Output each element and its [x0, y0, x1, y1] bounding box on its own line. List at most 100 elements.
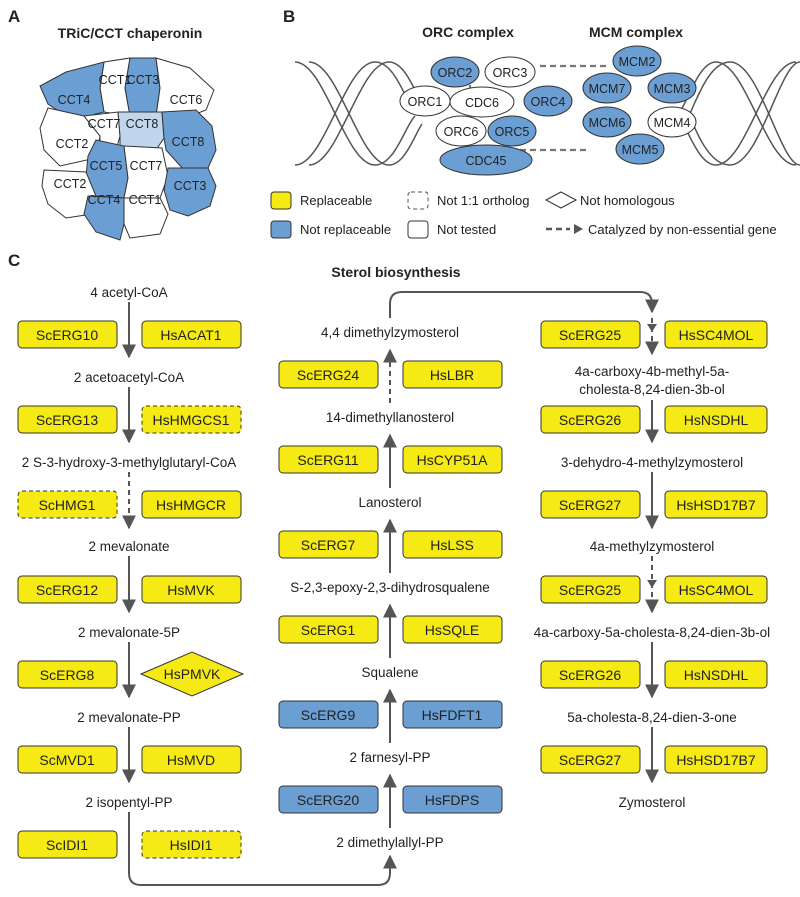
enzyme-yeast-label: ScERG11: [297, 452, 358, 468]
cct-label: CCT7: [130, 159, 163, 173]
metabolite-label: 4 acetyl-CoA: [90, 285, 167, 300]
enzyme-box-human: [402, 360, 503, 389]
enzyme-human-label: HsFDFT1: [422, 707, 483, 723]
enzyme-box-human: [664, 575, 768, 604]
metabolite-label: 4a-carboxy-5a-cholesta-8,24-dien-3b-ol: [534, 625, 770, 640]
mcm-subunit: [647, 106, 697, 138]
metabolite-label: 2 dimethylallyl-PP: [336, 835, 443, 850]
enzyme-box-yeast: [17, 830, 118, 859]
enzyme-human-label: HsACAT1: [160, 327, 221, 343]
enzyme-box-human: [141, 405, 242, 434]
legend-arrowhead: [574, 224, 583, 234]
orc-label: CDC6: [465, 96, 499, 110]
enzyme-human-label: HsHSD17B7: [676, 497, 756, 513]
mcm-title: MCM complex: [589, 24, 683, 40]
dna-helix: [294, 61, 800, 166]
enzyme-box-yeast: [17, 490, 118, 519]
enzyme-yeast-label: ScERG26: [559, 667, 621, 683]
panel-b: B ORC complex MCM complex: [283, 7, 800, 176]
enzyme-box-yeast: [17, 405, 118, 434]
enzyme-yeast-label: ScERG8: [40, 667, 95, 683]
enzyme-yeast-label: ScERG26: [559, 412, 621, 428]
enzyme-box-human: [402, 445, 503, 474]
enzyme-yeast-label: ScERG24: [297, 367, 359, 383]
metabolite-label: Lanosterol: [358, 495, 421, 510]
enzyme-box-yeast: [17, 320, 118, 349]
metabolite-label: Zymosterol: [619, 795, 686, 810]
metabolite-label: 2 mevalonate-5P: [78, 625, 180, 640]
legend-not-tested: Not tested: [437, 222, 496, 237]
enzyme-box-yeast: [540, 490, 641, 519]
mcm-subunit: [582, 106, 632, 138]
mcm-label: MCM5: [622, 143, 659, 157]
orc-label: ORC3: [493, 66, 528, 80]
enzyme-box-yeast: [17, 660, 118, 689]
enzyme-yeast-label: ScERG9: [301, 707, 356, 723]
pathway-arrowheads: [647, 324, 657, 588]
panel-c-letter: C: [8, 251, 20, 270]
enzyme-box-yeast: [17, 745, 118, 774]
enzyme-human-label: HsMVD: [167, 752, 215, 768]
enzyme-box-yeast: [278, 360, 379, 389]
metabolite-label: Squalene: [361, 665, 418, 680]
enzyme-box-human: [664, 405, 768, 434]
metabolite-label: 2 S-3-hydroxy-3-methylglutaryl-CoA: [22, 455, 237, 470]
orc-label: ORC2: [438, 66, 473, 80]
metabolite-label: 2 mevalonate-PP: [77, 710, 181, 725]
enzyme-box-human: [664, 660, 768, 689]
enzyme-yeast-label: ScERG25: [559, 582, 621, 598]
cct-label: CCT1: [129, 193, 162, 207]
enzyme-box-human: [402, 700, 503, 729]
enzyme-box-human: [402, 615, 503, 644]
enzyme-human-label: HsIDI1: [170, 837, 213, 853]
panel-c: C Sterol biosynthesis: [8, 251, 770, 886]
enzyme-box-human: [664, 745, 768, 774]
cct-subunit: [163, 167, 217, 217]
enzyme-human-label: HsHMGCS1: [152, 412, 229, 428]
metabolite-label: 4,4 dimethylzymosterol: [321, 325, 459, 340]
orc-subunit: [523, 85, 573, 117]
enzyme-human-label: HsLBR: [430, 367, 474, 383]
enzyme-yeast-label: ScERG1: [301, 622, 356, 638]
legend-swatch-not-homologous: [544, 191, 578, 209]
legend-not-ortholog: Not 1:1 ortholog: [437, 193, 530, 208]
legend-swatch-replaceable: [270, 191, 292, 210]
cct-label: CCT2: [56, 137, 89, 151]
mcm-subunit: [582, 72, 632, 104]
cct-label: CCT1: [99, 73, 132, 87]
enzyme-yeast-label: ScERG27: [559, 752, 621, 768]
enzyme-yeast-label: ScERG13: [36, 412, 98, 428]
enzyme-yeast-label: ScERG7: [301, 537, 356, 553]
enzyme-box-human: [141, 575, 242, 604]
metabolite-label: 2 mevalonate: [88, 539, 169, 554]
enzyme-box-human: [139, 651, 245, 697]
mcm-subunit: [647, 72, 697, 104]
cct-label: CCT8: [172, 135, 205, 149]
metabolite-label: 5a-cholesta-8,24-dien-3-one: [567, 710, 737, 725]
metabolite-label: 2 isopentyl-PP: [85, 795, 172, 810]
enzyme-box-yeast: [278, 615, 379, 644]
mcm-subunit: [612, 45, 662, 77]
cct-subunit: [124, 57, 161, 117]
metabolite-label: 4a-carboxy-4b-methyl-5a-: [575, 364, 730, 379]
orc-subunit: [439, 144, 533, 176]
mcm-subunit: [615, 133, 665, 165]
cct-label: CCT8: [126, 117, 159, 131]
panel-c-title: Sterol biosynthesis: [331, 264, 460, 280]
mcm-label: MCM7: [589, 82, 626, 96]
orc-title: ORC complex: [422, 24, 514, 40]
orc-subunit: [430, 56, 480, 88]
enzyme-yeast-label: ScERG12: [36, 582, 98, 598]
mcm-label: MCM2: [619, 55, 656, 69]
enzyme-box-human: [141, 830, 242, 859]
enzyme-box-human: [402, 530, 503, 559]
cct-label: CCT6: [170, 93, 203, 107]
mcm-label: MCM4: [654, 116, 691, 130]
panel-a-letter: A: [8, 7, 20, 26]
enzyme-box-yeast: [17, 575, 118, 604]
pathway-arrows: [122, 291, 659, 886]
orc-subunit: [435, 115, 487, 147]
mcm-label: MCM6: [589, 116, 626, 130]
enzyme-box-yeast: [278, 700, 379, 729]
enzyme-yeast-label: ScERG10: [36, 327, 98, 343]
